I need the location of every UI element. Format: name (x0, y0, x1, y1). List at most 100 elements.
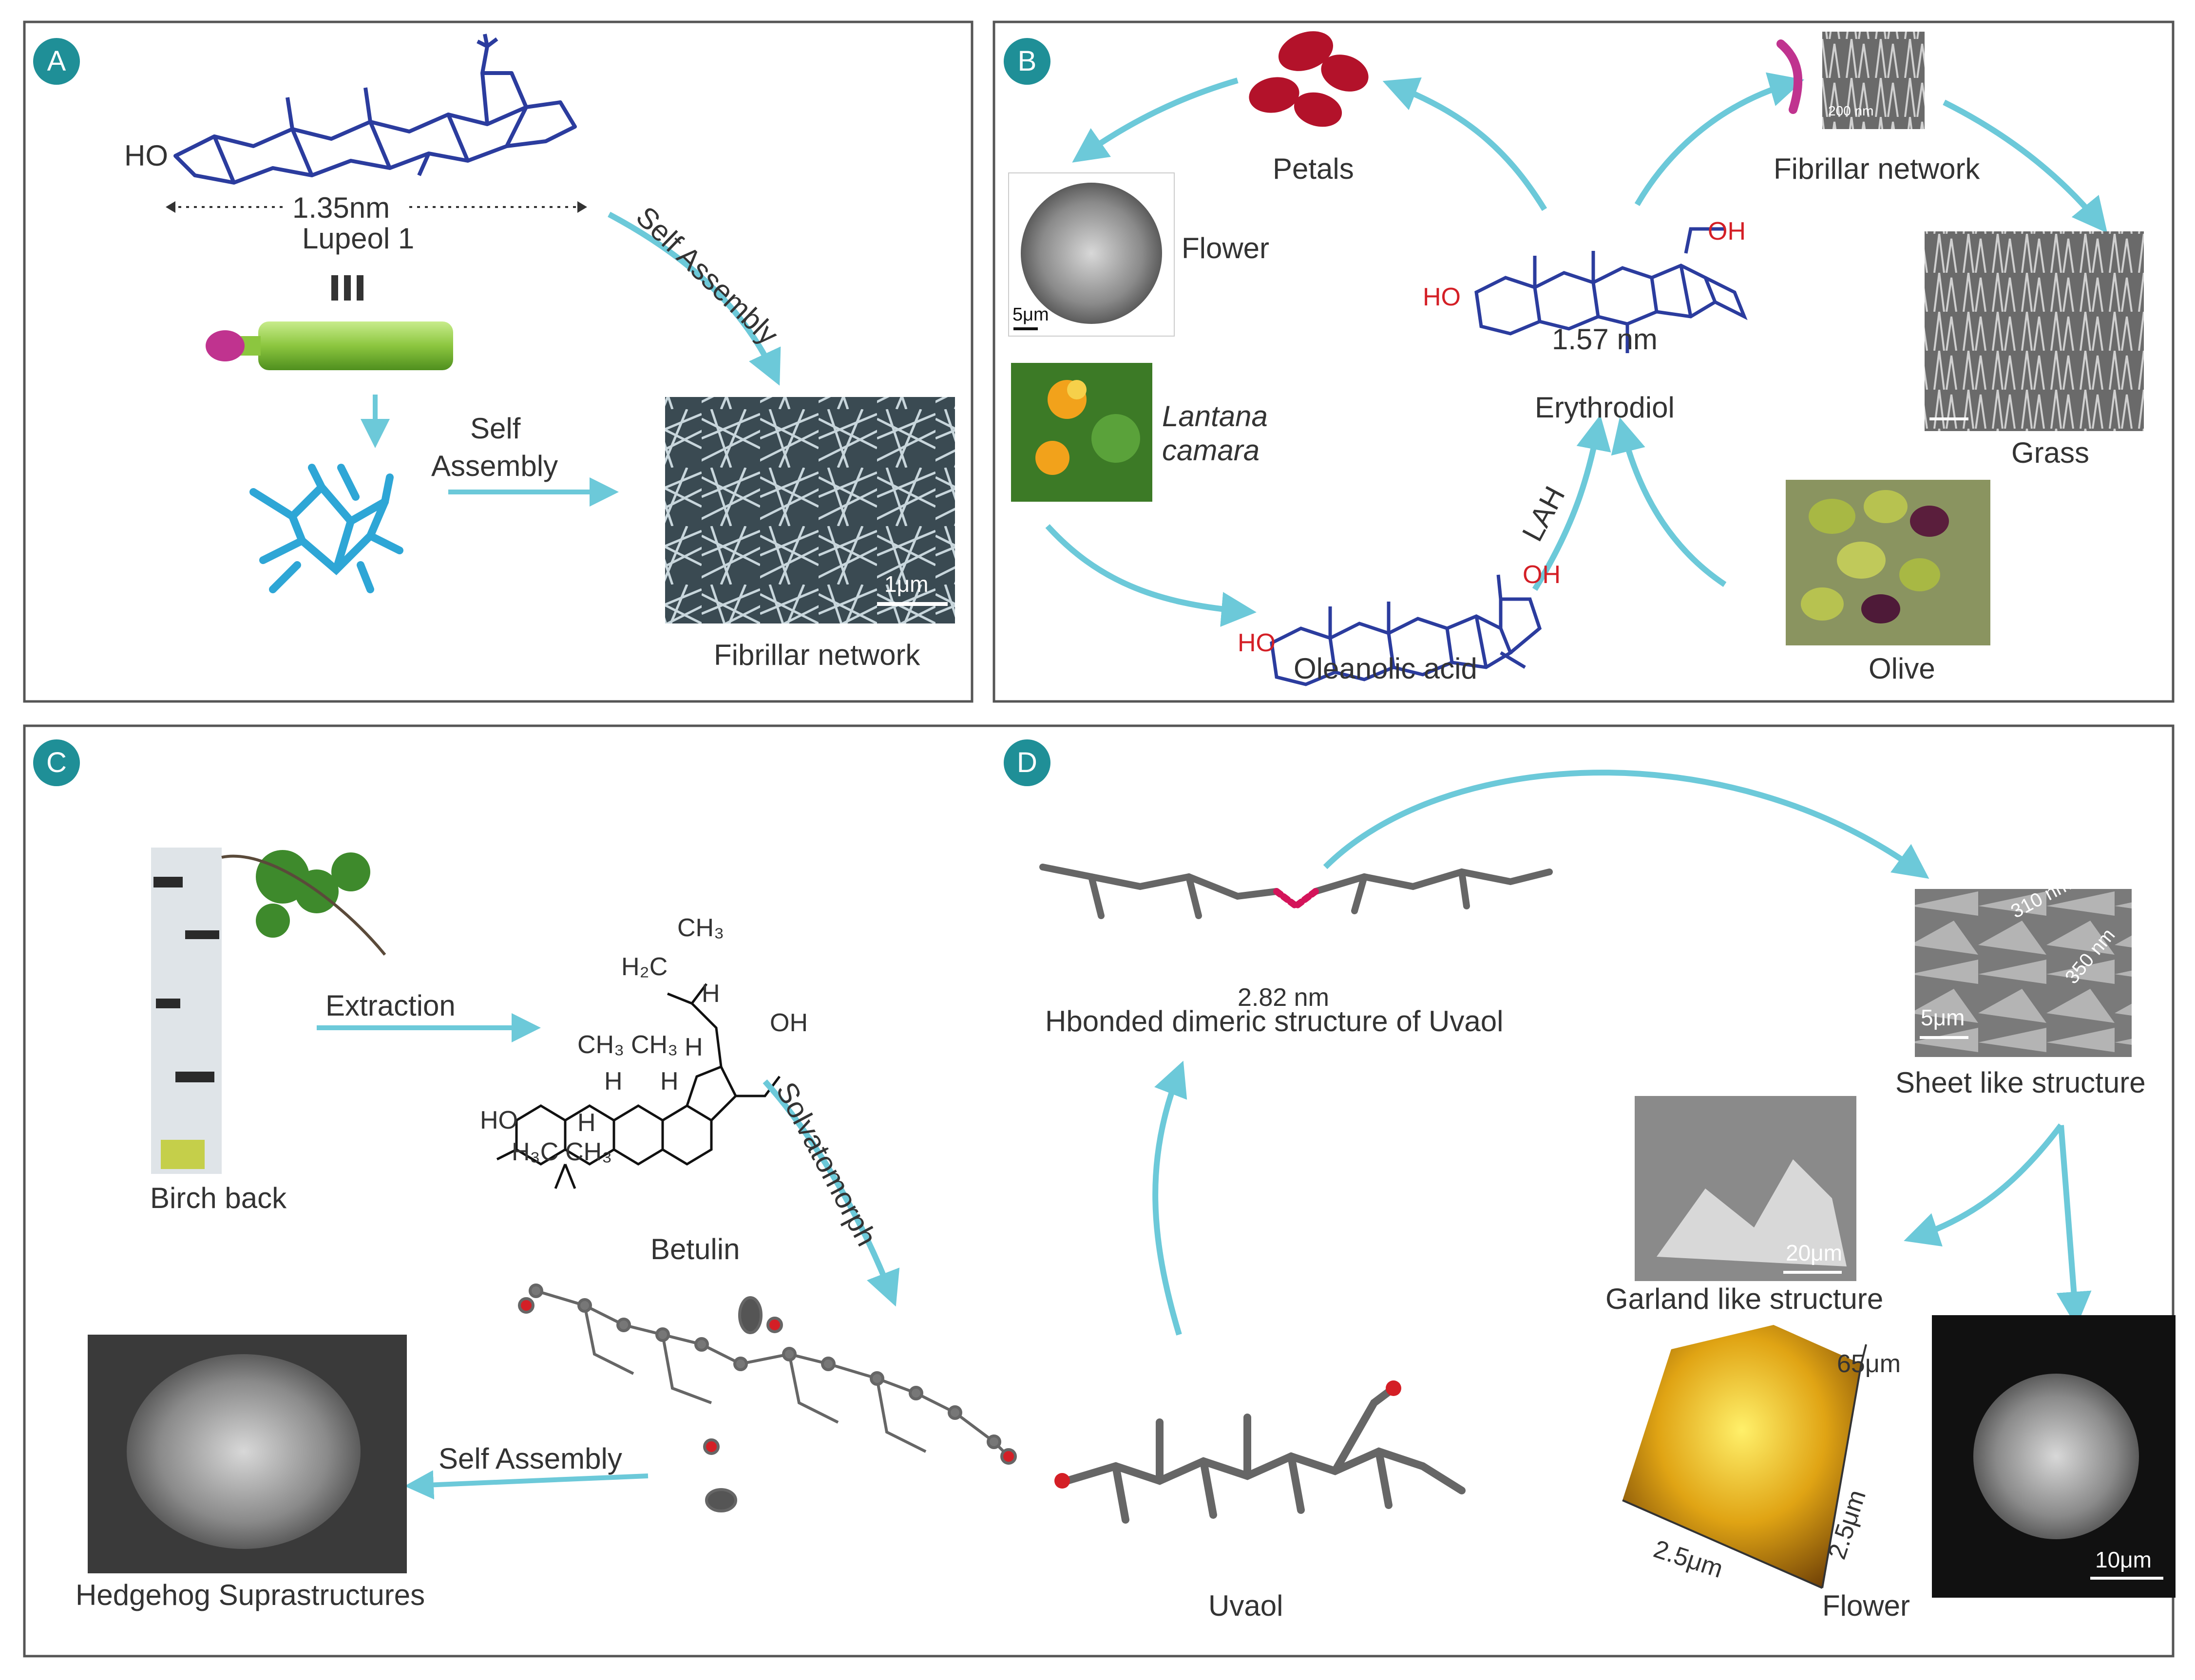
erythrodiol-structure (1474, 227, 1748, 353)
fibrillar-scale-label-b: 200 nm (1828, 103, 1874, 118)
erythrodiol-ho: HO (1423, 283, 1461, 311)
sem-hedgehog-ball (127, 1354, 361, 1549)
sem-fibrillar-network (665, 397, 955, 623)
betulin-label: Betulin (650, 1233, 740, 1265)
uvaol-model (1063, 1384, 1466, 1524)
arrow-self-assembly-c (404, 1470, 649, 1500)
arrow-fibrillar-grass (1943, 99, 2108, 233)
lupeol-structure (173, 34, 577, 185)
erythrodiol-length: 1.57 nm (1552, 323, 1658, 356)
olive-fruits (1801, 490, 1949, 623)
sem-garland-sheets (1657, 1159, 1847, 1266)
amphiphile-rod (206, 321, 453, 370)
equivalence-symbol (331, 275, 363, 301)
betulin-ch3-a: CH₃ (577, 1031, 625, 1059)
self-assembly-label-line2: Assembly (431, 450, 558, 482)
betulin-h-a: H (702, 980, 720, 1008)
birch-marks (153, 877, 219, 1169)
petals-icon (1249, 31, 1369, 127)
self-assembly-label-c: Self Assembly (439, 1442, 622, 1475)
panel-a-frame (23, 20, 973, 703)
panel-d-badge: D (1004, 739, 1050, 786)
uvaol-oxygen-left (1054, 1473, 1070, 1489)
betulin-h-d: H (660, 1067, 679, 1095)
sem-fibrillar-b (1822, 32, 1925, 129)
afm-z-label: 65μm (1837, 1350, 1901, 1378)
betulin-h-c: H (604, 1067, 623, 1095)
betulin-ch3-b: CH₃ (631, 1031, 678, 1059)
oleanolic-oh: OH (1523, 561, 1561, 589)
extraction-label: Extraction (325, 989, 456, 1022)
garland-scale-label: 20μm (1786, 1240, 1842, 1265)
birch-label: Birch back (150, 1182, 287, 1214)
betulin-structure (496, 983, 781, 1189)
lantana-label-line2: camara (1162, 434, 1260, 467)
arrow-sheet-flower (2056, 1125, 2092, 1327)
crystal-structure (518, 1284, 1017, 1512)
panel-b-badge: B (1004, 38, 1050, 85)
arrow-erythrodiol-petals (1382, 77, 1547, 211)
lupeol-length-label: 1.35nm (292, 191, 390, 224)
sem-grass (1925, 231, 2144, 431)
arrow-solvatomorph (763, 1079, 900, 1307)
lupeol-ho-label: HO (124, 139, 168, 172)
oleanolic-ho: HO (1238, 629, 1276, 657)
arrow-self-assembly-diag (608, 211, 781, 386)
uvaol-oxygen-right (1386, 1380, 1401, 1396)
dimer-label: Hbonded dimeric structure of Uvaol (1045, 1005, 1504, 1038)
betulin-h2c: H₂C (621, 953, 668, 981)
betulin-h-e: H (577, 1109, 596, 1137)
arrow-lantana-oleanolic (1045, 524, 1257, 627)
oleanolic-acid-label: Oleanolic acid (1294, 652, 1477, 685)
arrow-uvaol-dimer (1152, 1060, 1187, 1336)
sem-flower-ball (1021, 183, 1162, 324)
sheet-scale-label: 5μm (1921, 1005, 1965, 1030)
fiber-network-schematic (249, 464, 403, 593)
birch-trunk (151, 848, 222, 1174)
uvaol-dimer-model (1039, 864, 1553, 919)
panel-cd-frame (23, 724, 2175, 1658)
dimer-length-label: 2.82 nm (1238, 983, 1329, 1012)
betulin-ho: HO (480, 1106, 518, 1134)
grass-label: Grass (2011, 436, 2090, 469)
fibril-icon (1776, 39, 1803, 114)
self-assembly-label-line1: Self (470, 412, 521, 445)
flower-label-d: Flower (1822, 1589, 1910, 1622)
oleanolic-structure (1270, 574, 1542, 686)
flower-scale-label-d: 10μm (2095, 1547, 2152, 1572)
uvaol-label: Uvaol (1208, 1589, 1283, 1622)
betulin-oh: OH (770, 1009, 808, 1037)
lantana-label-line1: Lantana (1162, 400, 1268, 433)
fibrillar-network-label-b: Fibrillar network (1774, 152, 1980, 185)
betulin-h-b: H (685, 1033, 703, 1061)
flower-label-b: Flower (1182, 232, 1270, 264)
arrow-olive-erythrodiol (1611, 417, 1727, 587)
scale-label-a: 1μm (884, 571, 929, 597)
hedgehog-label: Hedgehog Suprastructures (76, 1579, 425, 1611)
panel-b-frame (993, 20, 2175, 703)
fibrillar-network-label-a: Fibrillar network (714, 639, 920, 671)
flower-scale-label-b: 5μm (1012, 304, 1049, 325)
panel-a-badge: A (33, 38, 80, 85)
petals-label: Petals (1273, 152, 1354, 185)
erythrodiol-oh: OH (1708, 217, 1746, 245)
sem-sheet (1915, 889, 2132, 1057)
sem-flower-d (1973, 1374, 2139, 1539)
arrow-lah (1532, 415, 1611, 591)
afm-surface (1622, 1325, 1867, 1589)
arrow-dimer-sheet (1323, 770, 1929, 879)
arrow-petals-flower (1072, 77, 1239, 163)
sheet-label: Sheet like structure (1895, 1066, 2146, 1099)
olive-label: Olive (1869, 652, 1935, 685)
betulin-ch3-top: CH₃ (677, 914, 725, 942)
garland-label: Garland like structure (1605, 1283, 1884, 1315)
lantana-flowers (1035, 380, 1140, 475)
panel-c-badge: C (33, 739, 80, 786)
betulin-h3c: H₃C (512, 1138, 559, 1166)
arrow-erythrodiol-fibrillar (1634, 72, 1805, 207)
birch-leaves (256, 850, 370, 938)
lupeol-name: Lupeol 1 (302, 222, 415, 255)
birch-branch (221, 854, 386, 956)
